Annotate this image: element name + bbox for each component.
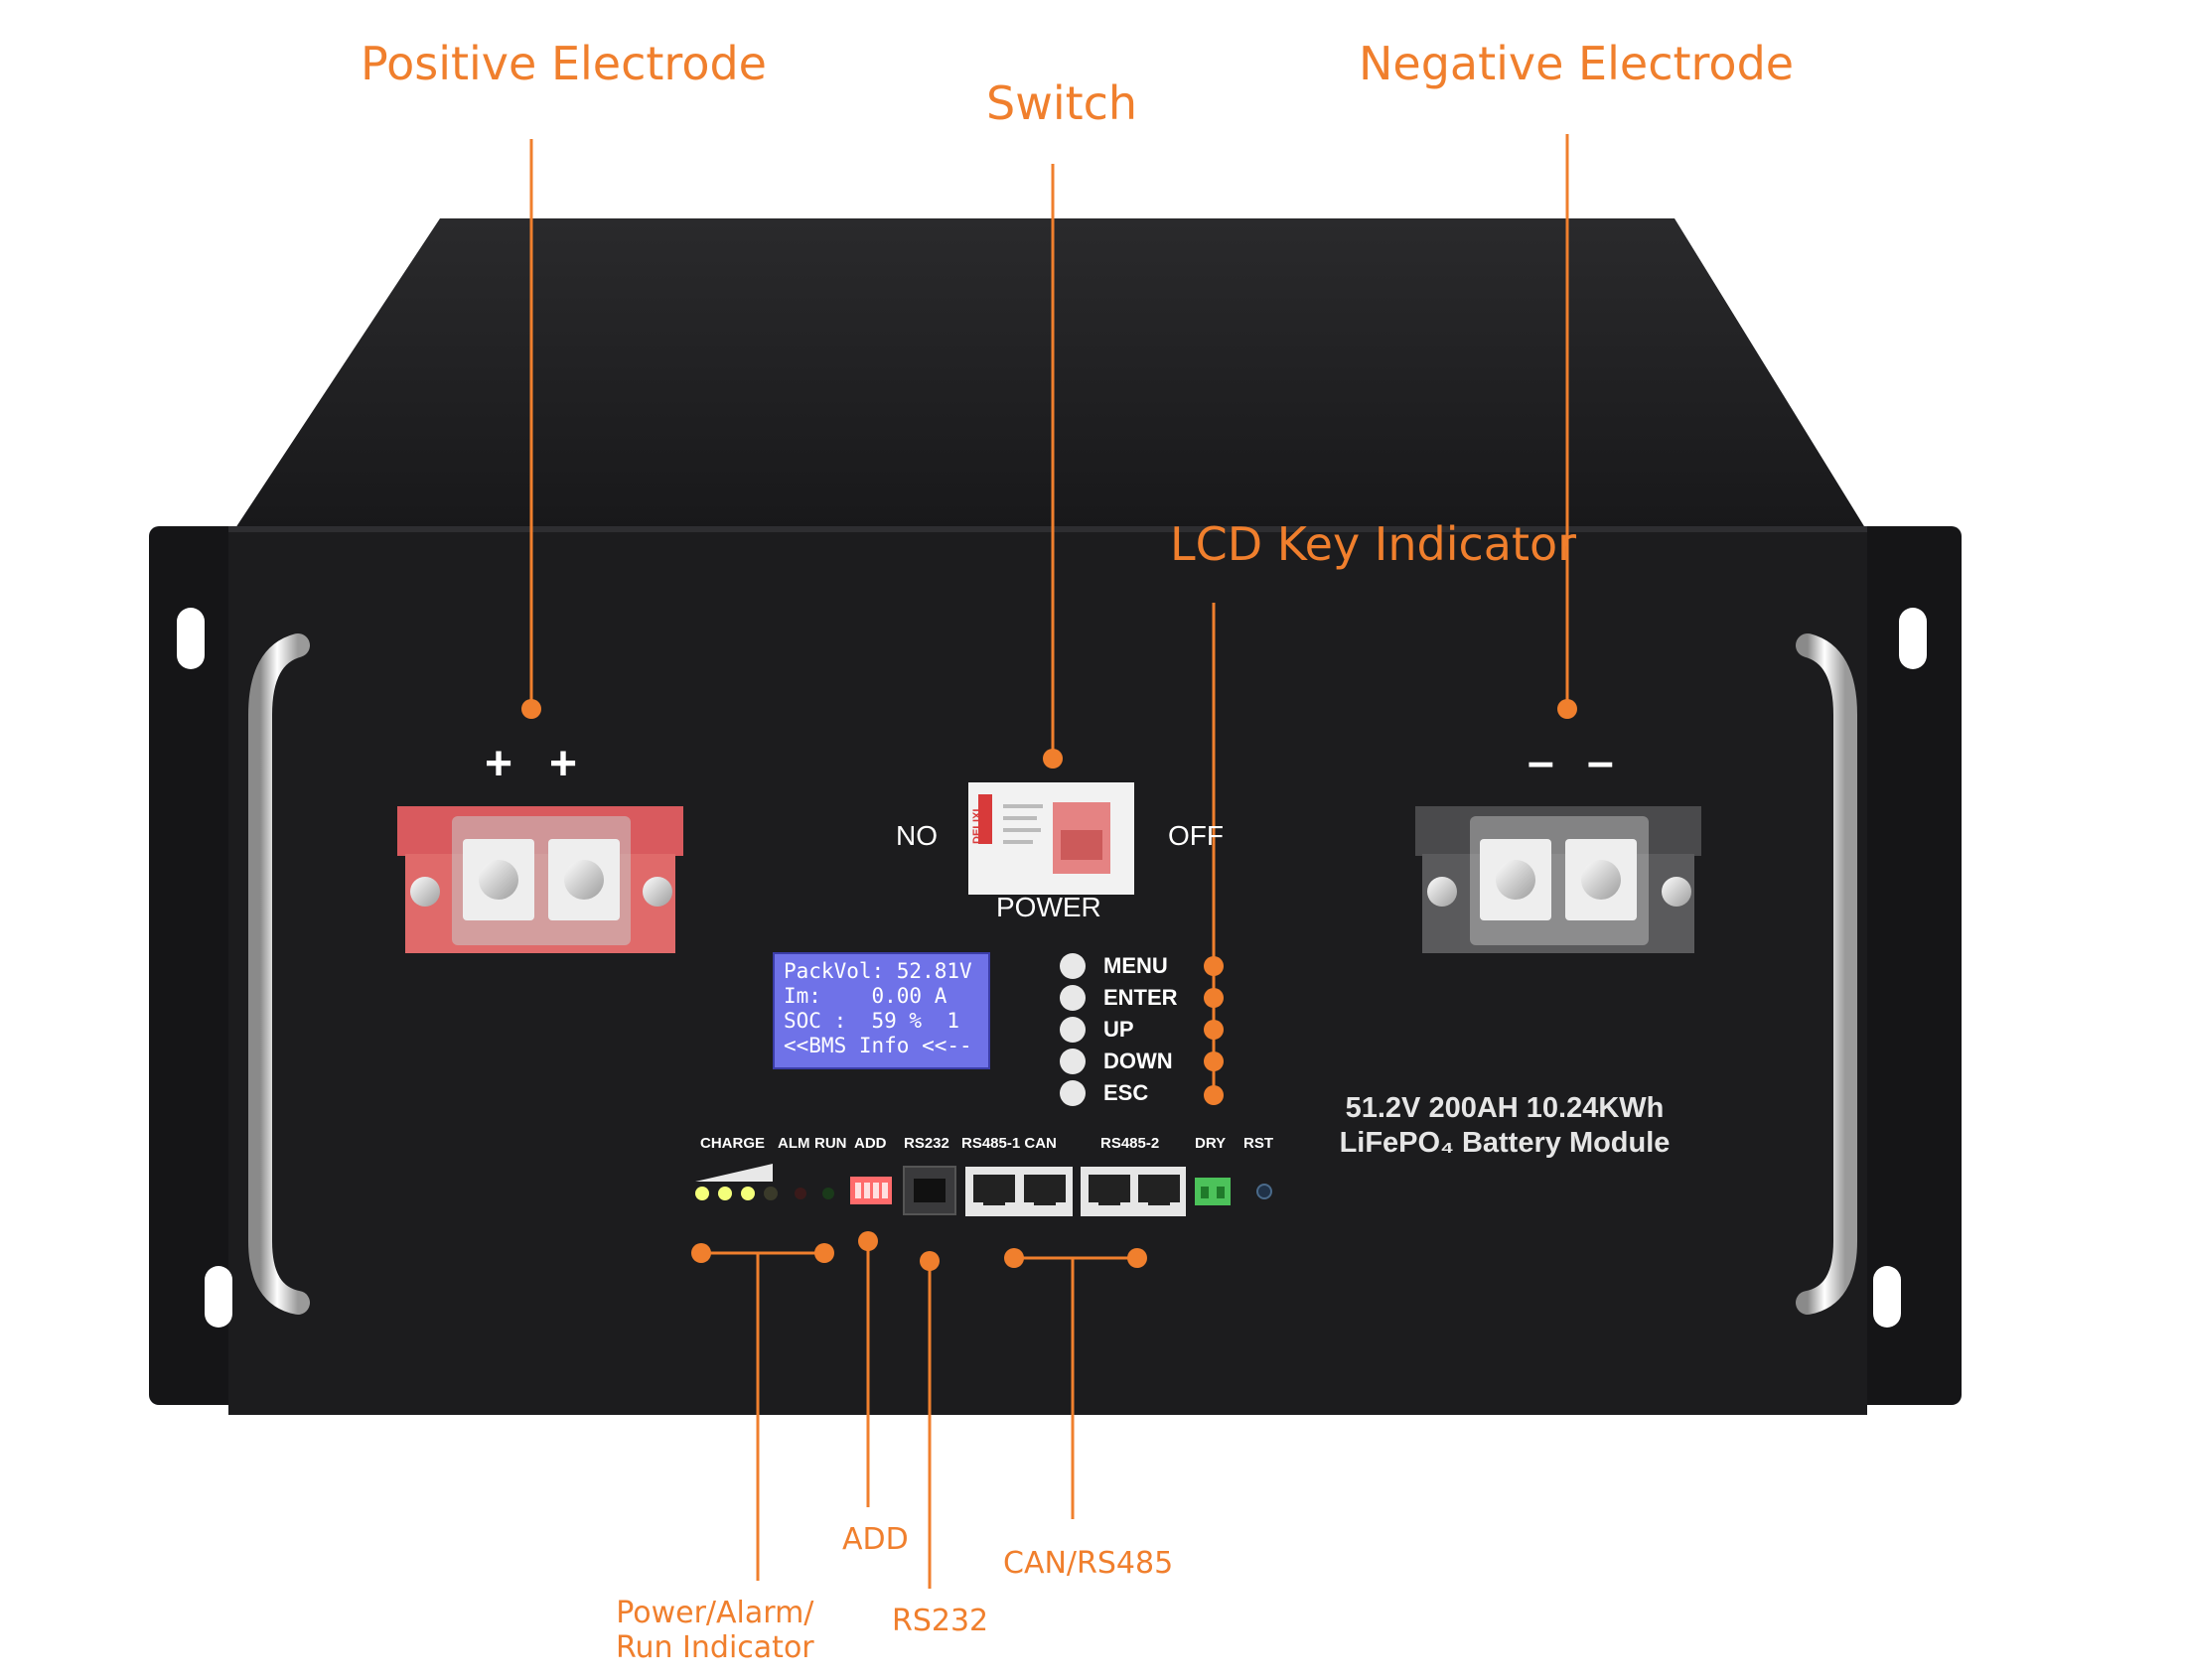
breaker-label-no: NO bbox=[896, 820, 938, 851]
key-label-menu: MENU bbox=[1103, 953, 1168, 978]
lcd-screen: PackVol: 52.81V Im: 0.00 A SOC : 59 % 1 … bbox=[773, 952, 990, 1069]
power-breaker[interactable] bbox=[968, 782, 1134, 895]
rs485-2-ports[interactable] bbox=[1081, 1167, 1186, 1216]
positive-terminal bbox=[397, 806, 683, 953]
menu-key[interactable] bbox=[1060, 953, 1086, 979]
key-label-up: UP bbox=[1103, 1017, 1134, 1042]
left-handle bbox=[248, 633, 310, 1315]
callout-switch: Switch bbox=[986, 76, 1138, 130]
rs485-1-can-ports[interactable] bbox=[965, 1167, 1073, 1216]
front-panel bbox=[228, 526, 1867, 1415]
enter-key[interactable] bbox=[1060, 985, 1086, 1011]
negative-symbol: – bbox=[1587, 736, 1614, 788]
model-spec-line1: 51.2V 200AH 10.24KWh bbox=[1345, 1092, 1665, 1124]
breaker-label-power: POWER bbox=[996, 892, 1101, 922]
ear-slot bbox=[205, 1266, 232, 1328]
charge-leds bbox=[695, 1187, 778, 1200]
chassis-top bbox=[233, 218, 1867, 531]
rst-button[interactable] bbox=[1256, 1184, 1272, 1199]
lcd-soc: SOC : 59 % 1 bbox=[784, 1009, 960, 1033]
lcd-pack-voltage: PackVol: 52.81V bbox=[784, 959, 972, 983]
callout-can-rs485: CAN/RS485 bbox=[1003, 1546, 1174, 1581]
run-led bbox=[822, 1188, 834, 1199]
esc-key[interactable] bbox=[1060, 1080, 1086, 1106]
up-key[interactable] bbox=[1060, 1017, 1086, 1043]
callout-power-alarm-run-line1: Power/Alarm/ bbox=[616, 1596, 814, 1630]
port-label-rs485-1-can: RS485-1 CAN bbox=[961, 1135, 1057, 1152]
negative-terminal bbox=[1415, 806, 1701, 953]
callout-dots bbox=[521, 699, 1577, 1271]
callout-negative-electrode: Negative Electrode bbox=[1359, 37, 1795, 90]
lcd-keys bbox=[1060, 953, 1086, 1106]
callout-leaders bbox=[529, 134, 1569, 1589]
right-handle bbox=[1796, 633, 1857, 1315]
callout-rs232: RS232 bbox=[892, 1604, 989, 1638]
ear-slot bbox=[1873, 1266, 1901, 1328]
ear-slot bbox=[177, 608, 205, 669]
callout-add: ADD bbox=[842, 1522, 909, 1557]
key-label-esc: ESC bbox=[1103, 1080, 1149, 1105]
alm-led bbox=[795, 1188, 806, 1199]
lcd-current: Im: 0.00 A bbox=[784, 984, 947, 1008]
led-on bbox=[741, 1187, 755, 1200]
led-off bbox=[764, 1187, 778, 1200]
negative-symbol: – bbox=[1528, 736, 1554, 788]
positive-symbol: + bbox=[485, 738, 513, 790]
port-label-alm: ALM bbox=[778, 1135, 810, 1152]
callout-power-alarm-run: Power/Alarm/ Run Indicator bbox=[616, 1596, 814, 1665]
port-label-rst: RST bbox=[1243, 1135, 1273, 1152]
model-spec-line2: LiFePO₄ Battery Module bbox=[1339, 1127, 1671, 1159]
down-key[interactable] bbox=[1060, 1049, 1086, 1074]
key-label-down: DOWN bbox=[1103, 1049, 1173, 1073]
led-on bbox=[695, 1187, 709, 1200]
callout-lcd-key-indicator: LCD Key Indicator bbox=[1170, 517, 1577, 571]
ear-slot bbox=[1899, 608, 1927, 669]
callout-power-alarm-run-line2: Run Indicator bbox=[616, 1629, 814, 1665]
port-label-add: ADD bbox=[854, 1135, 887, 1152]
port-label-run: RUN bbox=[814, 1135, 847, 1152]
port-label-rs485-2: RS485-2 bbox=[1100, 1135, 1160, 1152]
breaker-label-off: OFF bbox=[1168, 820, 1224, 851]
breaker-brand: DELIXI bbox=[971, 808, 983, 844]
callout-positive-electrode: Positive Electrode bbox=[361, 37, 767, 90]
port-label-charge: CHARGE bbox=[700, 1135, 766, 1152]
led-on bbox=[718, 1187, 732, 1200]
port-label-rs232: RS232 bbox=[904, 1135, 949, 1152]
charge-level-ramp bbox=[695, 1164, 773, 1182]
dry-contact-terminal[interactable] bbox=[1195, 1178, 1231, 1205]
add-dip-switch[interactable] bbox=[850, 1177, 892, 1204]
port-label-dry: DRY bbox=[1195, 1135, 1227, 1152]
lcd-menu-hint: <<BMS Info <<-- bbox=[784, 1034, 972, 1057]
positive-symbol: + bbox=[549, 738, 578, 790]
right-mounting-ear bbox=[1842, 526, 1962, 1405]
key-label-enter: ENTER bbox=[1103, 985, 1178, 1010]
rs232-port[interactable] bbox=[903, 1166, 956, 1215]
